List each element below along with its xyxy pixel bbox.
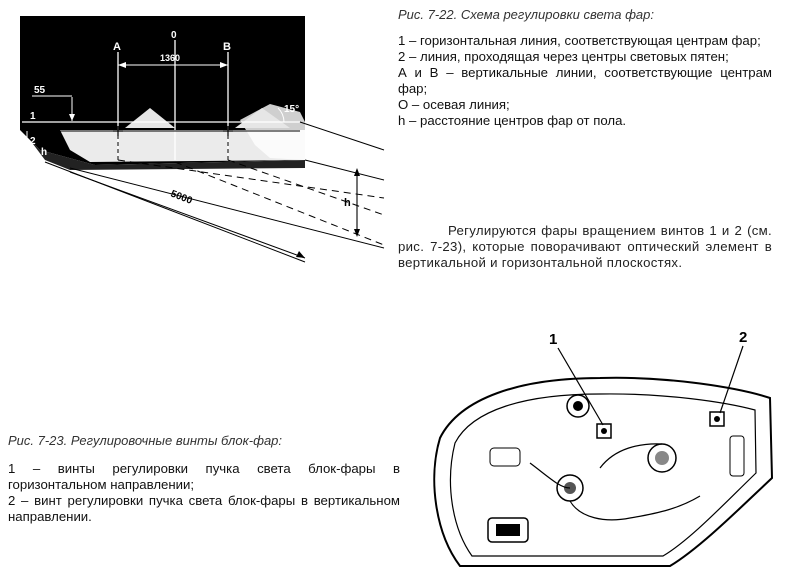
ray-mid xyxy=(304,159,385,181)
label-5000: 5000 xyxy=(169,189,194,207)
screw-2-head xyxy=(714,416,720,422)
ray-dashed-2 xyxy=(227,159,385,216)
ray-dashed-1 xyxy=(117,159,385,199)
h-big-arrow-top xyxy=(354,168,360,176)
connector-block xyxy=(487,517,529,543)
dim-arrow-left xyxy=(118,62,126,68)
floor-shadow xyxy=(20,130,305,170)
label-angle: 15° xyxy=(284,104,299,115)
legend-item-o: О – осевая линия; xyxy=(398,97,510,112)
housing-slot-1 xyxy=(489,447,521,467)
screw-1-head xyxy=(601,428,607,434)
crosshair-a xyxy=(113,126,123,136)
crosshair-b xyxy=(223,126,233,136)
light-cone-area xyxy=(60,130,305,162)
leader-1 xyxy=(557,347,604,426)
label-screw-2: 2 xyxy=(739,329,747,346)
light-pattern-left xyxy=(125,108,175,128)
fig23-legend-item-2: 2 – винт регулировки пучка света блок-фа… xyxy=(8,493,400,524)
headlight-housing xyxy=(433,376,774,567)
headlight-aim-diagram: 0 A B 1360 55 1 2 h 15° h 5000 xyxy=(20,16,385,263)
floor-edge-2 xyxy=(69,167,385,249)
label-o: 0 xyxy=(171,30,177,41)
ray-top xyxy=(299,121,385,151)
housing-inner xyxy=(449,393,757,557)
label-screw-1: 1 xyxy=(549,331,557,348)
fig23-legend: 1 – винты регулировки пучка света блок-ф… xyxy=(8,461,400,525)
dim-5000-arrow-end xyxy=(296,251,305,258)
lamp-socket-left-inner xyxy=(573,401,583,411)
fig23-caption: Рис. 7-23. Регулировочные винты блок-фар… xyxy=(8,433,283,448)
label-55: 55 xyxy=(34,85,46,96)
label-distance-ab: 1360 xyxy=(160,53,180,63)
legend-item-h: h – расстояние центров фар от пола. xyxy=(398,113,627,128)
housing-slot-2 xyxy=(729,435,745,477)
label-a: A xyxy=(113,41,121,53)
adjustment-paragraph: Регулируются фары вращением винтов 1 и 2… xyxy=(398,223,772,270)
wiring-harness xyxy=(529,443,701,521)
dimension-5000 xyxy=(69,171,306,259)
light-pattern-right-peak xyxy=(235,108,290,128)
lamp-socket-left xyxy=(566,394,590,418)
connector-pins xyxy=(496,524,520,536)
label-line-1: 1 xyxy=(30,111,36,122)
dim-arrow-right xyxy=(220,62,228,68)
label-line-2: 2 xyxy=(30,136,36,147)
legend-item-1: 1 – горизонтальная линия, соответствующа… xyxy=(398,33,761,48)
fig22-legend: 1 – горизонтальная линия, соответствующа… xyxy=(398,33,772,129)
legend-item-2: 2 – линия, проходящая через центры свето… xyxy=(398,49,729,64)
label-h-big: h xyxy=(344,197,351,209)
bulb-center-inner xyxy=(655,451,669,465)
offset-55-arrowhead xyxy=(69,114,75,121)
legend-item-ab: А и В – вертикальные линии, соответствую… xyxy=(398,65,772,96)
ray-dashed-3 xyxy=(174,161,385,246)
label-b: B xyxy=(223,41,231,53)
h-big-arrow-bottom xyxy=(354,229,360,237)
label-h-small: h xyxy=(41,147,47,158)
aim-screen xyxy=(20,16,305,165)
angle-15-arc xyxy=(277,107,285,123)
fig22-caption: Рис. 7-22. Схема регулировки света фар: xyxy=(398,7,655,22)
leader-2 xyxy=(719,345,744,414)
fig23-legend-item-1: 1 – винты регулировки пучка света блок-ф… xyxy=(8,461,400,492)
headlight-unit-drawing: 1 2 xyxy=(433,329,774,567)
